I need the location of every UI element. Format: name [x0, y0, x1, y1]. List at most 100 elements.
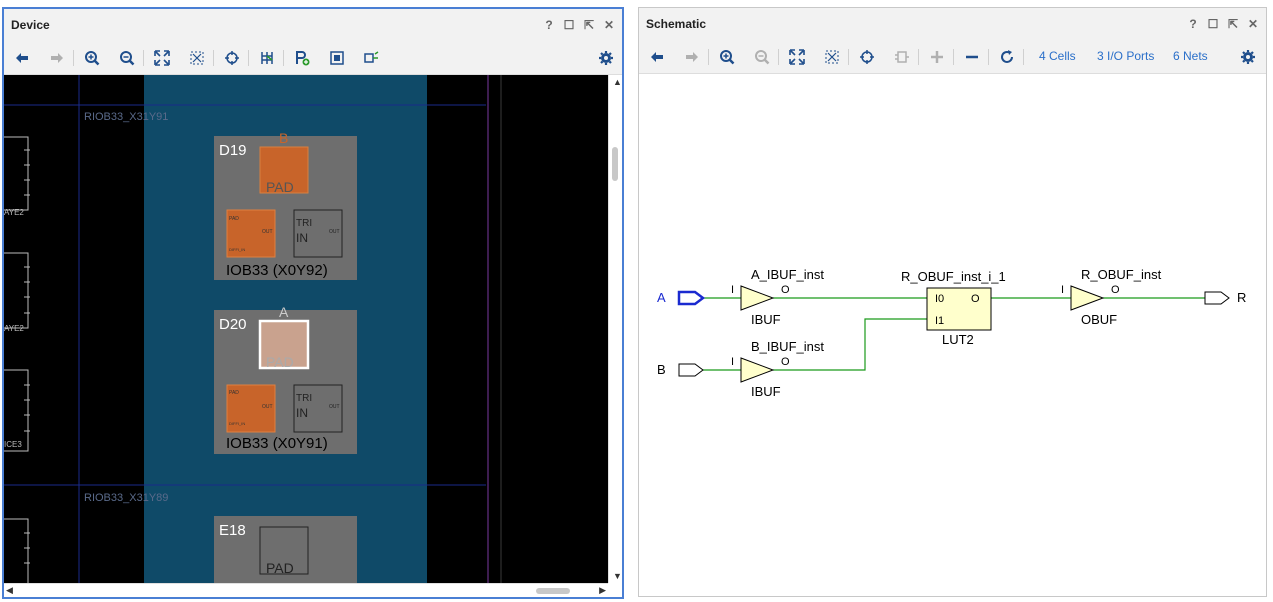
pin-label: D20	[219, 316, 247, 333]
port-b[interactable]: B	[657, 362, 704, 377]
pad-net-label: B	[279, 130, 288, 146]
r-obuf-pin-o: O	[1111, 284, 1120, 296]
collapse-icon[interactable]	[962, 48, 982, 66]
device-titlebar: Device ? ☐ ⇱ ✕	[4, 9, 622, 41]
routing-icon[interactable]	[257, 49, 277, 67]
iob-tile-e18[interactable]: E18 PAD	[214, 516, 357, 583]
a-ibuf-inst: A_IBUF_inst	[751, 267, 824, 282]
a-ibuf-type: IBUF	[751, 312, 781, 327]
back-icon[interactable]	[647, 48, 667, 66]
scroll-up-icon[interactable]: ▲	[613, 77, 622, 87]
mini-diffi: DIFFI_IN	[229, 247, 245, 252]
back-icon[interactable]	[12, 49, 32, 67]
pad-text: PAD	[266, 354, 294, 370]
scroll-right-icon[interactable]: ▶	[599, 585, 606, 595]
place-ports-icon[interactable]	[292, 49, 312, 67]
nets-link[interactable]: 6 Nets	[1173, 49, 1208, 63]
a-ibuf-cell[interactable]: A_IBUF_inst I O IBUF	[731, 267, 824, 327]
maximize-icon[interactable]: ☐	[1207, 17, 1219, 31]
forward-icon[interactable]	[47, 49, 67, 67]
mini-pad: PAD	[229, 216, 239, 222]
iob-tile-d20[interactable]: D20 A PAD PAD OUT DIFFI_IN TRI IN OUT IO…	[214, 304, 357, 454]
settings-gear-icon[interactable]	[596, 49, 616, 67]
target-icon[interactable]	[222, 49, 242, 67]
refresh-icon[interactable]	[997, 48, 1017, 66]
lut2-cell[interactable]: R_OBUF_inst_i_1 I0 I1 O LUT2	[901, 269, 1006, 347]
lut-pin-o: O	[971, 293, 980, 305]
pad-text: PAD	[266, 179, 294, 195]
pin-label: D19	[219, 142, 247, 159]
mini-pad: PAD	[229, 390, 239, 396]
schematic-canvas[interactable]: A B R A_IBUF_inst I O IBUF	[639, 74, 1266, 596]
zoom-out-icon[interactable]	[752, 48, 772, 66]
forward-icon[interactable]	[682, 48, 702, 66]
iob-tile-d19[interactable]: D19 B PAD PAD OUT DIFFI_IN TRI IN OUT IO…	[214, 130, 357, 280]
schematic-title: Schematic	[646, 17, 707, 31]
fit-icon[interactable]	[152, 49, 172, 67]
maximize-icon[interactable]: ☐	[563, 18, 575, 32]
zoom-fit-selection-icon[interactable]	[822, 48, 842, 66]
port-r-label: R	[1237, 290, 1246, 305]
schematic-titlebar: Schematic ? ☐ ⇱ ✕	[639, 8, 1266, 40]
expand-icon[interactable]	[927, 48, 947, 66]
site-label-y91: RIOB33_X31Y91	[84, 111, 168, 123]
iob-name: IOB33 (X0Y92)	[226, 262, 328, 279]
device-canvas[interactable]: AYE2 AYE2 ICE3 RIOB33_X31Y91 RIOB33_X31Y…	[4, 75, 608, 583]
a-ibuf-pin-o: O	[781, 284, 790, 296]
float-icon[interactable]: ⇱	[1227, 17, 1239, 31]
zoom-in-icon[interactable]	[82, 49, 102, 67]
device-panel: Device ? ☐ ⇱ ✕	[2, 7, 624, 599]
target-icon[interactable]	[857, 48, 877, 66]
pad-net-label: A	[279, 304, 289, 320]
mini-out-2: OUT	[329, 229, 340, 235]
left-label-1: AYE2	[4, 208, 24, 217]
horizontal-scrollbar[interactable]: ◀ ▶	[4, 583, 608, 597]
fit-icon[interactable]	[787, 48, 807, 66]
cells-link[interactable]: 4 Cells	[1039, 49, 1076, 63]
mini-out-2: OUT	[329, 404, 340, 410]
nets	[703, 297, 1205, 371]
scroll-down-icon[interactable]: ▼	[613, 571, 622, 581]
float-icon[interactable]: ⇱	[583, 18, 595, 32]
zoom-fit-selection-icon[interactable]	[187, 49, 207, 67]
a-ibuf-pin-i: I	[731, 284, 734, 296]
close-icon[interactable]: ✕	[603, 18, 615, 32]
schematic-panel: Schematic ? ☐ ⇱ ✕ 4 Cells 3 I/O Ports 6 …	[638, 7, 1267, 597]
tri-label: TRI	[296, 218, 312, 229]
zoom-out-icon[interactable]	[117, 49, 137, 67]
port-a[interactable]: A	[657, 290, 706, 306]
b-ibuf-pin-o: O	[781, 356, 790, 368]
mini-out: OUT	[262, 404, 273, 410]
vertical-scrollbar[interactable]: ▲ ▼	[608, 75, 622, 583]
r-obuf-cell[interactable]: R_OBUF_inst I O OBUF	[1061, 267, 1162, 327]
settings-gear-icon[interactable]	[1238, 48, 1258, 66]
schematic-toolbar: 4 Cells 3 I/O Ports 6 Nets	[639, 40, 1266, 74]
lut-pin-i0: I0	[935, 293, 944, 305]
zoom-in-icon[interactable]	[717, 48, 737, 66]
help-icon[interactable]: ?	[545, 18, 553, 32]
show-nets-icon[interactable]	[362, 49, 382, 67]
port-r[interactable]: R	[1204, 290, 1246, 305]
lut-inst: R_OBUF_inst_i_1	[901, 269, 1006, 284]
port-b-label: B	[657, 362, 666, 377]
b-ibuf-cell[interactable]: B_IBUF_inst I O IBUF	[731, 339, 824, 399]
io-ports-link[interactable]: 3 I/O Ports	[1097, 49, 1155, 63]
in-label: IN	[296, 406, 308, 420]
scroll-left-icon[interactable]: ◀	[6, 585, 13, 595]
show-cells-icon[interactable]	[327, 49, 347, 67]
in-label: IN	[296, 231, 308, 245]
hscroll-thumb[interactable]	[536, 588, 570, 594]
site-label-y89: RIOB33_X31Y89	[84, 492, 168, 504]
r-obuf-pin-i: I	[1061, 284, 1064, 296]
ip-icon[interactable]	[892, 48, 912, 66]
iob-name: IOB33 (X0Y91)	[226, 435, 328, 452]
b-ibuf-type: IBUF	[751, 384, 781, 399]
pin-label: E18	[219, 522, 246, 539]
r-obuf-type: OBUF	[1081, 312, 1117, 327]
close-icon[interactable]: ✕	[1247, 17, 1259, 31]
lut-pin-i1: I1	[935, 315, 944, 327]
help-icon[interactable]: ?	[1189, 17, 1197, 31]
lut-type: LUT2	[942, 332, 974, 347]
pad-text: PAD	[266, 560, 294, 576]
scroll-thumb[interactable]	[612, 147, 618, 181]
